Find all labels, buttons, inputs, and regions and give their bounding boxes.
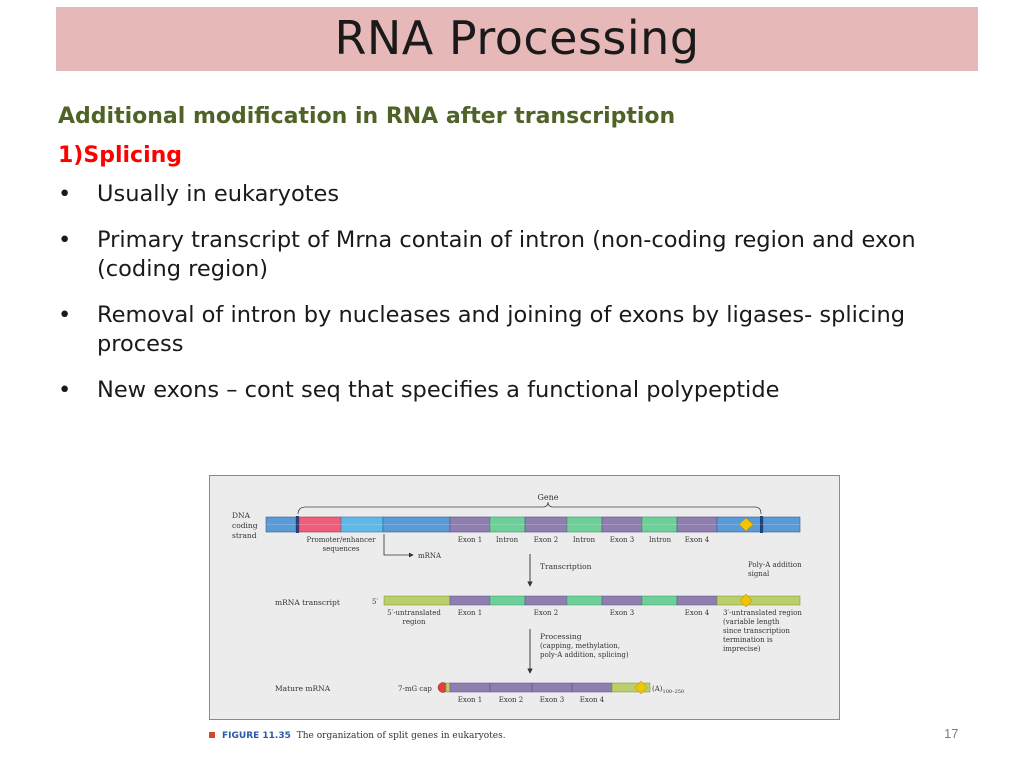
caption-square-icon [209,732,215,738]
figure-number: FIGURE 11.35 [222,731,291,741]
dna-segment-label: Intron [573,536,596,544]
bullet-item: • New exons – cont seq that specifies a f… [58,376,968,405]
mature-utr3 [611,682,651,693]
utr3-segment [716,595,801,606]
polya-signal-marker [634,680,648,695]
dna-segment-label: Exon 4 [685,536,710,544]
cap-label: 7-mG cap [398,685,432,693]
intron-3-mrna [641,595,678,606]
mrna-exon-label: Exon 3 [610,609,634,617]
mature-exon-label: Exon 2 [499,696,523,704]
polya-signal-marker [738,517,754,532]
intron-1-mrna [489,595,526,606]
utr5-label: 5′-untranslated [387,609,441,617]
promoter-label: sequences [322,545,359,553]
mature-exon-label: Exon 1 [458,696,482,704]
caption-text: The organization of split genes in eukar… [296,731,506,741]
processing-label: Processing [540,632,582,641]
subheading: Additional modification in RNA after tra… [58,104,676,129]
utr3-label: since transcription [723,627,790,635]
intron-2-mrna [566,595,603,606]
utr5-label: region [403,618,426,626]
page-number: 17 [944,726,959,741]
five-prime-label: 5′ [372,598,378,606]
split-gene-diagram: Gene DNA coding strand Promoter/ [232,493,802,704]
figure-caption: FIGURE 11.35 The organization of split g… [209,731,506,741]
polya-signal-marker [739,593,753,608]
mrna-transcript [383,593,801,608]
processing-label: poly-A addition, splicing) [540,651,629,659]
dna-segment-label: Exon 2 [534,536,558,544]
mature-utr5 [445,682,451,693]
bullet-item: • Primary transcript of Mrna contain of i… [58,226,968,284]
polya-tail: (A) [652,685,663,693]
mature-mrna-label: Mature mRNA [275,684,331,693]
bullet-marker: • [58,181,72,207]
bullet-text: Removal of intron by nucleases and joini… [97,302,906,357]
mrna-arrow-label: mRNA [418,552,442,560]
slide-content: Additional modification in RNA after tra… [58,104,968,422]
dna-boundary [296,516,299,533]
exon-2-mrna [524,595,568,606]
dna-strand [265,516,801,533]
utr5-segment [383,595,451,606]
bullet-text: Usually in eukaryotes [97,181,340,207]
bullet-list: • Usually in eukaryotes • Primary transcri… [58,180,968,405]
dna-label: DNA [232,511,251,520]
split-gene-figure: Gene DNA coding strand Promoter/ [209,475,840,720]
dna-segment-label: Exon 3 [610,536,634,544]
gene-bracket [297,501,762,515]
polya-signal-label: signal [748,570,770,578]
processing-label: (capping, methylation, [540,642,620,650]
utr3-label: termination is [723,636,773,644]
dna-segment-label: Intron [496,536,519,544]
gene-label: Gene [537,493,558,502]
polya-tail-label: (A)100–250 [652,685,684,695]
dna-flank-right [762,516,801,533]
exon-4-mature [571,682,613,693]
section-heading: 1)Splicing [58,143,183,168]
utr3-label: 3′-untranslated region [723,609,802,617]
title-bar: RNA Processing [56,7,978,71]
dna-boundary [760,516,763,533]
bullet-item: • Usually in eukaryotes [58,180,968,209]
utr3-label: (variable length [723,618,780,626]
polya-signal-label: Poly-A addition [748,561,802,569]
exon-3-mature [531,682,573,693]
mrna-start-arrow [383,534,414,558]
bullet-marker: • [58,377,72,403]
bullet-marker: • [58,227,72,253]
transcription-label: Transcription [540,562,592,571]
mrna-exon-label: Exon 1 [458,609,482,617]
bullet-text: New exons – cont seq that specifies a fu… [97,377,780,403]
mature-mrna [437,680,651,695]
bullet-marker: • [58,302,72,328]
mature-exon-label: Exon 3 [540,696,564,704]
utr3-label: imprecise) [723,645,761,653]
exon-3-mrna [601,595,643,606]
bullet-text: Primary transcript of Mrna contain of in… [97,227,916,282]
mature-exon-label: Exon 4 [580,696,605,704]
exon-4-mrna [676,595,718,606]
dna-label: coding [232,521,258,530]
mrna-transcript-label: mRNA transcript [275,598,340,607]
exon-2-mature [489,682,533,693]
polya-length: 100–250 [663,689,685,695]
exon-1-mature [449,682,491,693]
dna-label: strand [232,531,257,540]
bullet-item: • Removal of intron by nucleases and join… [58,301,968,359]
dna-segment-label: Exon 1 [458,536,482,544]
mrna-exon-label: Exon 4 [685,609,710,617]
mrna-exon-label: Exon 2 [534,609,558,617]
exon-1-mrna [449,595,491,606]
dna-segment-label: Intron [649,536,672,544]
slide-title: RNA Processing [334,11,700,65]
promoter-label: Promoter/enhancer [306,536,376,544]
